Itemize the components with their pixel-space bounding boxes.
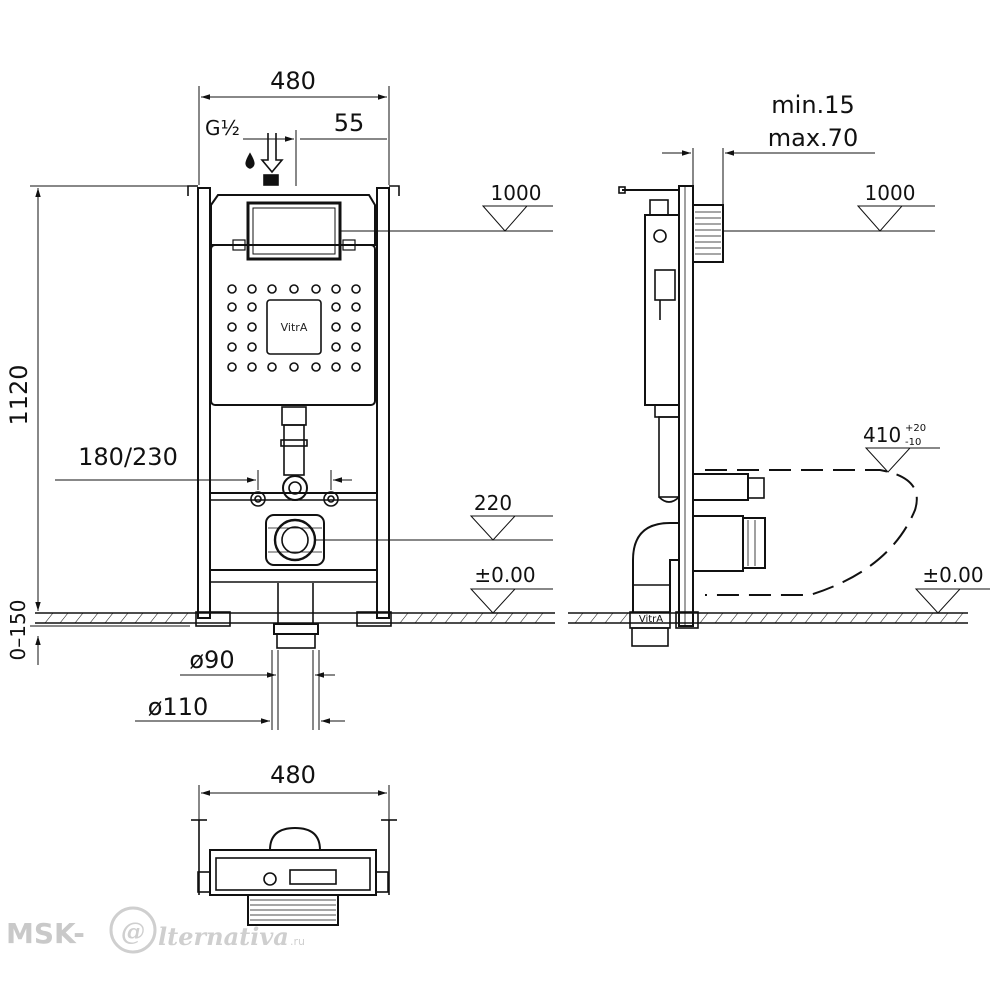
top-view (191, 785, 397, 926)
dim-top-width-480 (198, 785, 390, 830)
watermark-left: MSK- (6, 917, 85, 950)
water-inlet-arrow (245, 133, 284, 186)
offset-55-label: 55 (334, 109, 365, 137)
cistern (210, 194, 376, 406)
frame-left-post (187, 185, 231, 627)
side-zero-label: ±0.00 (922, 563, 983, 587)
front-inlets (250, 491, 339, 507)
level-220-label: 220 (474, 491, 512, 515)
side-flush-pipe (658, 416, 680, 503)
side-cistern (644, 199, 680, 418)
d110-label: ø110 (148, 693, 209, 721)
bowl-410-label: 410 (863, 423, 901, 447)
front-floor (35, 612, 555, 624)
dim-width-480 (198, 86, 390, 185)
dim-55 (243, 130, 387, 186)
side-floor (568, 612, 968, 624)
side-level-1000-label: 1000 (865, 181, 916, 205)
dim-d90 (180, 650, 335, 730)
tolerance-minus-label: -10 (905, 437, 921, 448)
front-zero-label: ±0.00 (474, 563, 535, 587)
dim-min-max (662, 148, 875, 205)
side-view: VitrA (568, 148, 990, 647)
watermark-tld: .ru (290, 935, 305, 948)
min-15-label: min.15 (771, 91, 854, 119)
front-level-1000-label: 1000 (491, 181, 542, 205)
dim-height-1120 (30, 185, 190, 665)
dim-d110 (135, 650, 345, 730)
dim-180-230 (55, 470, 352, 490)
site-watermark: MSK- @ lternativa .ru (6, 906, 305, 954)
tolerance-plus-label: +20 (905, 423, 926, 434)
floor-drain (273, 583, 319, 649)
vitra-logo: VitrA (281, 321, 308, 334)
d90-label: ø90 (189, 646, 234, 674)
level-1000-front (340, 205, 553, 232)
top-width-label: 480 (270, 761, 316, 789)
side-drain-stamp: VitrA (639, 614, 663, 625)
level-410-side (864, 447, 940, 473)
front-width-label: 480 (270, 67, 316, 95)
g-half-label: G½ (205, 116, 240, 140)
height-1120-label: 1120 (5, 364, 33, 425)
level-zero-side (914, 588, 990, 614)
level-220-front (315, 515, 553, 541)
flush-pipe (280, 406, 308, 501)
frame-right-post (356, 185, 400, 627)
cistern-hole-pattern (227, 284, 361, 372)
side-toilet-bowl (705, 469, 918, 596)
spacing-180-230-label: 180/230 (78, 443, 178, 471)
watermark-at: @ (121, 917, 145, 946)
range-0-150-label: 0–150 (6, 600, 30, 661)
max-70-label: max.70 (768, 124, 858, 152)
front-view: VitrA (30, 86, 555, 730)
side-bowl-connector (692, 473, 766, 572)
side-flush-connector (692, 204, 724, 263)
level-zero-front (469, 588, 553, 614)
side-frame (618, 185, 699, 629)
side-waste-bend (629, 522, 679, 647)
top-frame-plan (191, 819, 397, 926)
watermark-right: lternativa (158, 922, 289, 951)
level-1000-side (723, 205, 935, 232)
